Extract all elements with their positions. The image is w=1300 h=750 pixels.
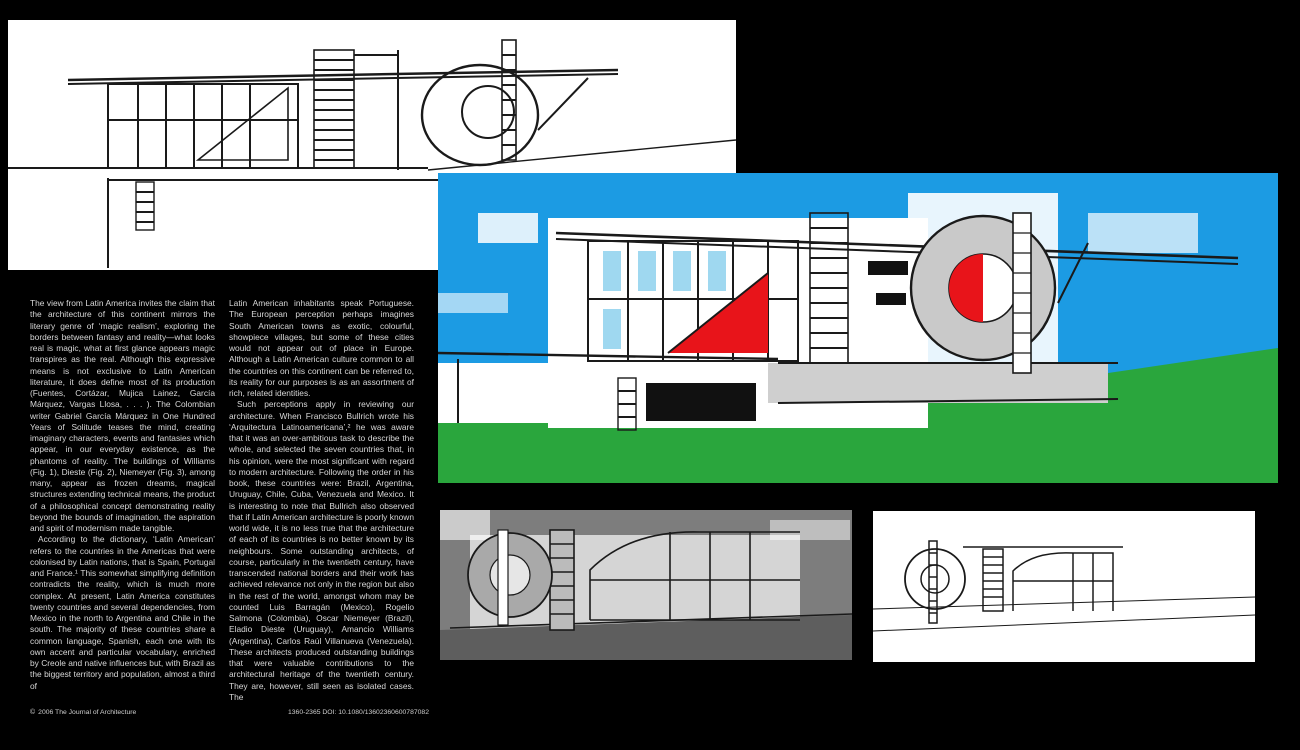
article-column-left: The view from Latin America invites the … <box>30 298 215 692</box>
paragraph: According to the dictionary, ‘Latin Amer… <box>30 534 215 691</box>
journal-name: 2006 The Journal of Architecture <box>38 709 137 716</box>
copyright-icon: © <box>30 709 36 716</box>
coloured-elevation <box>438 173 1278 483</box>
paragraph: The view from Latin America invites the … <box>30 298 215 533</box>
doi-footer: 1360-2365 DOI: 10.1080/13602360600787082 <box>288 709 429 716</box>
article-column-right: Latin American inhabitants speak Portugu… <box>229 298 414 703</box>
sketch-elevation-small <box>873 511 1255 662</box>
grey-elevation <box>440 510 852 660</box>
copyright-footer: ©2006 The Journal of Architecture <box>30 709 136 716</box>
paragraph: Latin American inhabitants speak Portugu… <box>229 298 414 398</box>
article-body: The view from Latin America invites the … <box>30 298 416 702</box>
paragraph: Such perceptions apply in reviewing our … <box>229 399 414 702</box>
